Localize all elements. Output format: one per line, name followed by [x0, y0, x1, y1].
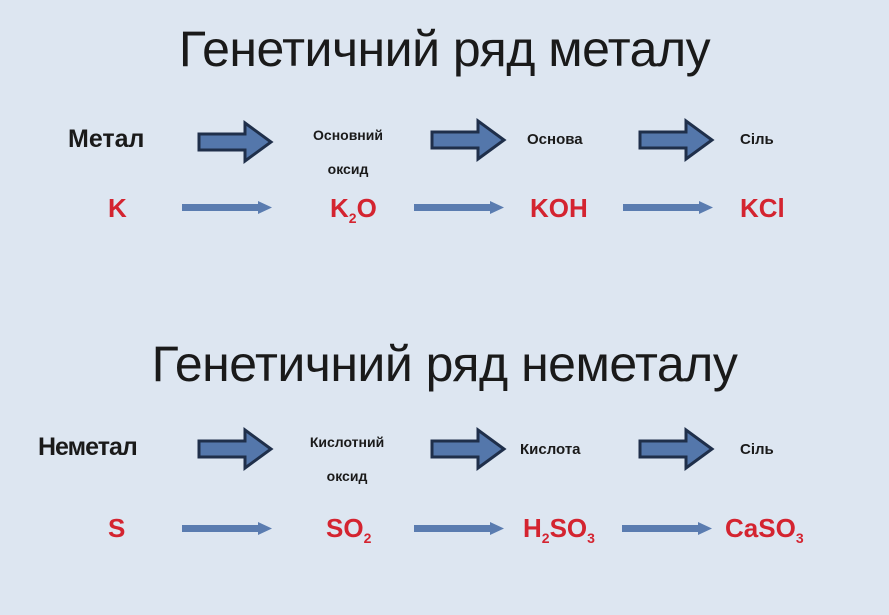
arrow-icon	[182, 522, 272, 535]
chem-k: K	[108, 193, 127, 223]
h2so3-so: SO	[549, 513, 588, 543]
label-salt: Сіль	[740, 131, 774, 148]
h2so3-so-subscript: 3	[587, 530, 595, 546]
nonmetal-series-title: Генетичний ряд неметалу	[151, 336, 738, 392]
caso3-subscript: 3	[795, 530, 804, 546]
label-acidic-oxide-line2: оксид	[326, 468, 368, 484]
label-acidic-oxide-line1: Кислотний	[309, 434, 385, 450]
chem-koh: KOH	[530, 193, 588, 223]
metal-series-title: Генетичний ряд металу	[178, 21, 711, 77]
chem-caso3: CaSO3	[725, 513, 804, 546]
label-basic-oxide-line2: оксид	[327, 161, 369, 177]
chem-h2so3: H2SO3	[523, 513, 595, 546]
h2so3-h-subscript: 2	[541, 530, 550, 546]
block-arrow-icon	[197, 428, 273, 470]
block-arrow-icon	[197, 121, 273, 163]
chem-k2o: K2O	[330, 193, 377, 226]
block-arrow-icon	[638, 119, 714, 161]
label-basic-oxide-line1: Основний	[313, 127, 383, 143]
block-arrow-icon	[430, 119, 506, 161]
label-metal: Метал	[68, 125, 145, 153]
k2o-subscript: 2	[348, 210, 357, 226]
so2-so: SO	[326, 513, 364, 543]
label-base: Основа	[527, 131, 583, 148]
arrow-icon	[414, 201, 504, 214]
label-nonmetal: Неметал	[38, 433, 138, 461]
caso3-caso: CaSO	[725, 513, 796, 543]
arrow-icon	[622, 522, 712, 535]
block-arrow-icon	[638, 428, 714, 470]
chem-so2: SO2	[326, 513, 371, 546]
label-acidic-oxide: Кислотний оксид	[278, 425, 416, 493]
h2so3-h: H	[523, 513, 542, 543]
k2o-o: O	[356, 193, 377, 223]
arrow-icon	[182, 201, 272, 214]
label-basic-oxide: Основний оксид	[280, 118, 416, 186]
arrow-icon	[414, 522, 504, 535]
label-salt-2: Сіль	[740, 441, 774, 458]
chem-kcl: KCl	[740, 193, 785, 223]
label-acid: Кислота	[520, 441, 581, 458]
block-arrow-icon	[430, 428, 506, 470]
chem-s: S	[108, 513, 126, 543]
so2-subscript: 2	[363, 530, 372, 546]
arrow-icon	[623, 201, 713, 214]
k2o-k: K	[330, 193, 349, 223]
